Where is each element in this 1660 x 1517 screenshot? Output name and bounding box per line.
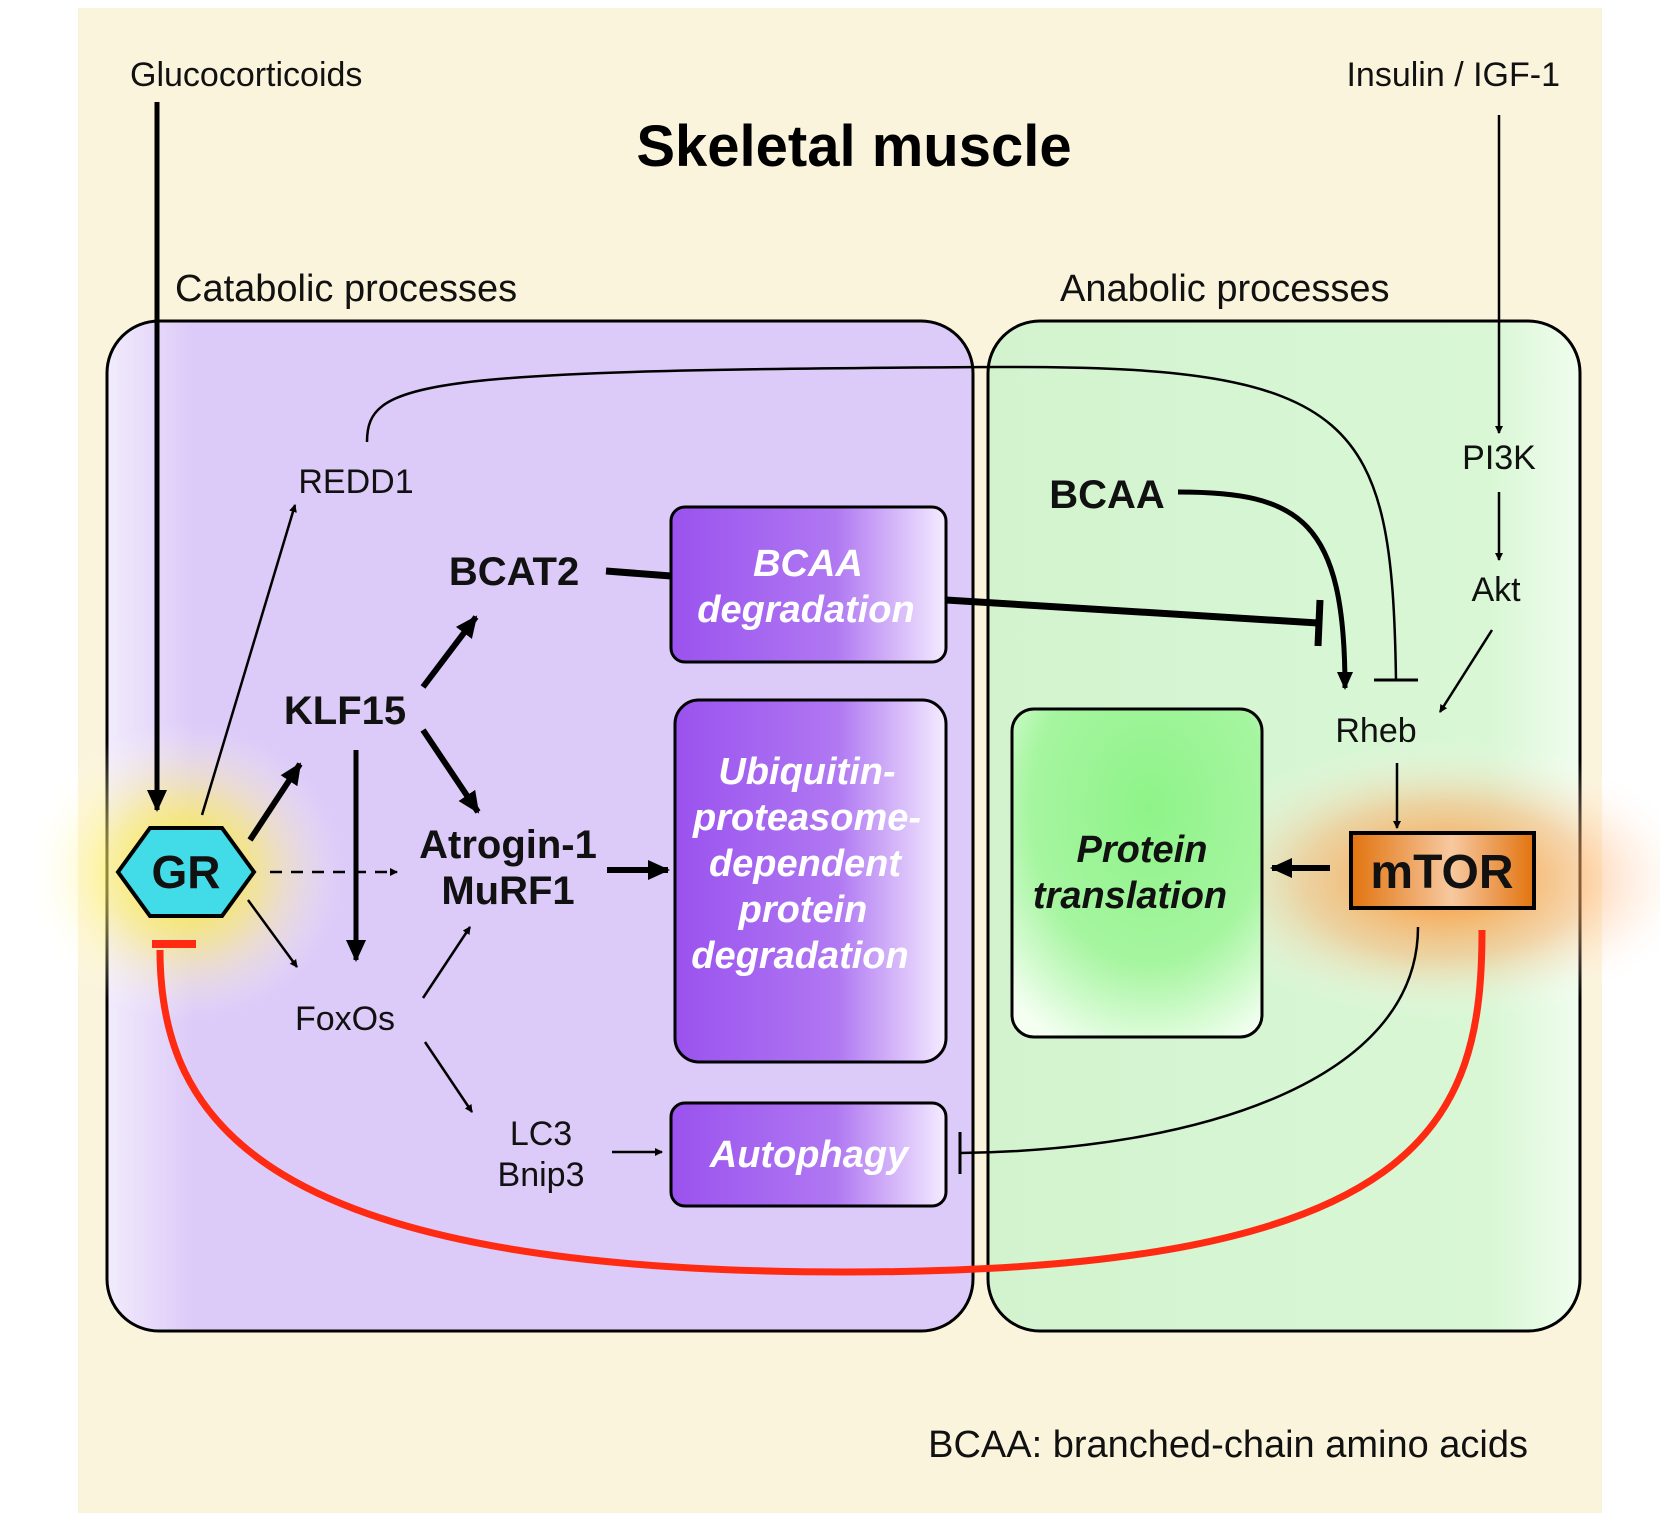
akt-label: Akt [1471,571,1521,609]
ups-line-1: Ubiquitin- [718,751,895,793]
ups-line-5: degradation [691,935,908,977]
atrogin-label: Atrogin-1 [419,823,597,867]
autophagy-label: Autophagy [709,1134,910,1176]
mtor-box [1349,831,1536,910]
catabolic-label: Catabolic processes [175,268,517,310]
bcat2-label: BCAT2 [449,550,579,594]
pi3k-label: PI3K [1462,439,1536,477]
protein-translation-line-2: translation [1033,875,1227,917]
bnip3-label: Bnip3 [498,1156,585,1194]
ups-line-4: protein [738,889,868,931]
foxos-to-lc3-arrow [423,1041,474,1113]
bcaa-degradation-inhibition-bar [1314,599,1324,647]
foxos-label: FoxOs [295,1000,395,1038]
gr-to-klf15-arrow [247,762,303,842]
bcaa-degradation-line-1: BCAA [753,543,863,585]
insulin-label: Insulin / IGF-1 [1346,56,1560,94]
klf15-to-bcat2-arrow [420,615,479,689]
gr-to-redd1-arrow [200,504,297,816]
gr-label: GR [152,846,221,898]
footnote: BCAA: branched-chain amino acids [928,1424,1528,1466]
lc3-label: LC3 [510,1115,572,1153]
glucocorticoids-label: Glucocorticoids [130,56,362,94]
foxos-to-atrogin-arrow [421,926,472,999]
mtor-inhibits-gr-feedback [156,929,1486,1276]
protein-translation-line-1: Protein [1077,829,1208,871]
ups-degradation-box [673,698,948,1064]
murf1-label: MuRF1 [441,869,574,913]
bcaa-to-rheb-arrow [1177,489,1353,690]
anabolic-label: Anabolic processes [1060,268,1390,310]
gr-to-foxos-arrow [246,899,299,968]
ups-line-3: dependent [709,843,902,885]
akt-to-rheb-arrow [1438,629,1494,713]
autophagy-box [669,1101,948,1208]
rheb-label: Rheb [1335,712,1416,750]
title: Skeletal muscle [636,114,1071,179]
mtor-label: mTOR [1370,846,1513,899]
bcaa-degradation-box [669,505,948,664]
bcaa-degradation-line-2: degradation [697,589,914,631]
bcaa-degradation-inhibits-rheb-line [945,596,1319,627]
klf15-label: KLF15 [284,689,406,733]
bcaa-label: BCAA [1049,473,1165,517]
redd1-label: REDD1 [298,463,413,501]
ups-line-2: proteasome- [692,797,921,839]
gr-hexagon [115,826,257,918]
mtor-inhibits-autophagy-line [959,926,1420,1155]
protein-translation-box [1010,707,1264,1039]
bcat2-to-degradation-line [605,567,672,580]
redd1-inhibits-rheb-line [365,365,1398,681]
klf15-to-atrogin-arrow [420,728,481,814]
